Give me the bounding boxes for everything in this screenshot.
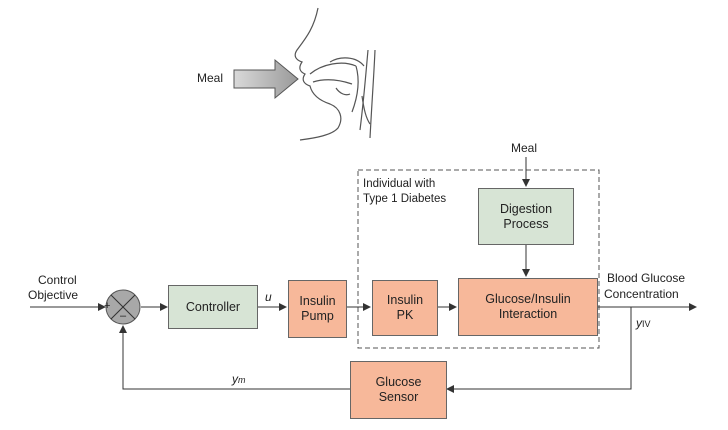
insulin-pump-block: Insulin Pump (288, 280, 347, 338)
group-label-line2: Type 1 Diabetes (363, 193, 447, 205)
digestion-line1: Digestion (499, 201, 553, 216)
controller-block: Controller (168, 285, 258, 329)
output-line2: Concentration (604, 287, 679, 301)
insulin-pump-line2: Pump (301, 309, 334, 323)
insulin-pk-block: Insulin PK (372, 280, 438, 336)
sensor-line1: Glucose (375, 375, 422, 389)
insulin-pk-line2: PK (396, 308, 414, 322)
digestion-process-block: Digestion Process (478, 188, 574, 245)
controller-label: Controller (185, 299, 241, 314)
output-line1: Blood Glucose (607, 271, 686, 285)
head-profile-icon (294, 7, 376, 141)
glucose-sensor-block: Glucose Sensor (350, 361, 447, 419)
control-objective-line1: Control (38, 273, 77, 287)
signal-yiv: yIV (636, 316, 651, 330)
interaction-line1: Glucose/Insulin (485, 292, 571, 306)
summing-junction (105, 289, 141, 325)
meal-label: Meal (511, 141, 538, 155)
signal-ym: ym (232, 372, 246, 386)
interaction-line2: Interaction (498, 307, 558, 321)
sum-plus-sign: + (104, 300, 111, 312)
control-objective-line2: Objective (28, 288, 79, 302)
patient-boundary (357, 169, 600, 349)
glucose-insulin-interaction-block: Glucose/Insulin Interaction (458, 278, 598, 336)
insulin-pk-line1: Insulin (386, 293, 424, 307)
sensor-line2: Sensor (378, 390, 419, 404)
signal-u: u (265, 290, 272, 304)
group-label-line1: Individual with (363, 178, 436, 190)
illustration-meal-label: Meal (197, 71, 224, 85)
insulin-pump-line1: Insulin (299, 294, 336, 308)
meal-arrow-icon (233, 58, 299, 100)
sum-minus-sign: – (120, 310, 127, 322)
digestion-line2: Process (503, 216, 549, 231)
